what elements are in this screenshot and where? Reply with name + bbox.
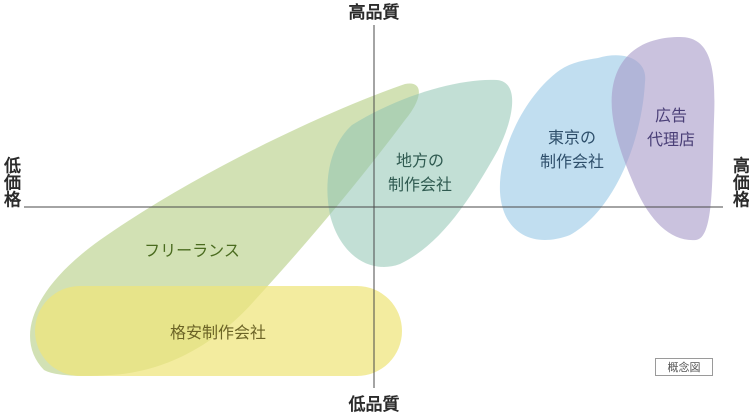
label-tokyo-line2: 制作会社	[540, 152, 604, 171]
axis-label-left: 低価格	[0, 155, 22, 208]
label-freelance: フリーランス	[144, 241, 240, 260]
region-tokyo	[499, 55, 646, 241]
axis-label-right: 高価格	[729, 155, 749, 208]
label-tokyo-line1: 東京の	[548, 128, 596, 147]
concept-diagram-note: 概念図	[655, 358, 713, 376]
label-agency-line2: 代理店	[647, 130, 695, 149]
label-budget: 格安制作会社	[170, 323, 266, 342]
axis-label-bottom: 低品質	[348, 394, 400, 413]
region-budget	[35, 286, 402, 376]
label-local-line2: 制作会社	[388, 175, 452, 194]
region-agency	[611, 37, 715, 241]
label-local-line1: 地方の	[396, 151, 444, 170]
axis-label-top: 高品質	[349, 2, 400, 23]
label-agency-line1: 広告	[655, 106, 687, 125]
